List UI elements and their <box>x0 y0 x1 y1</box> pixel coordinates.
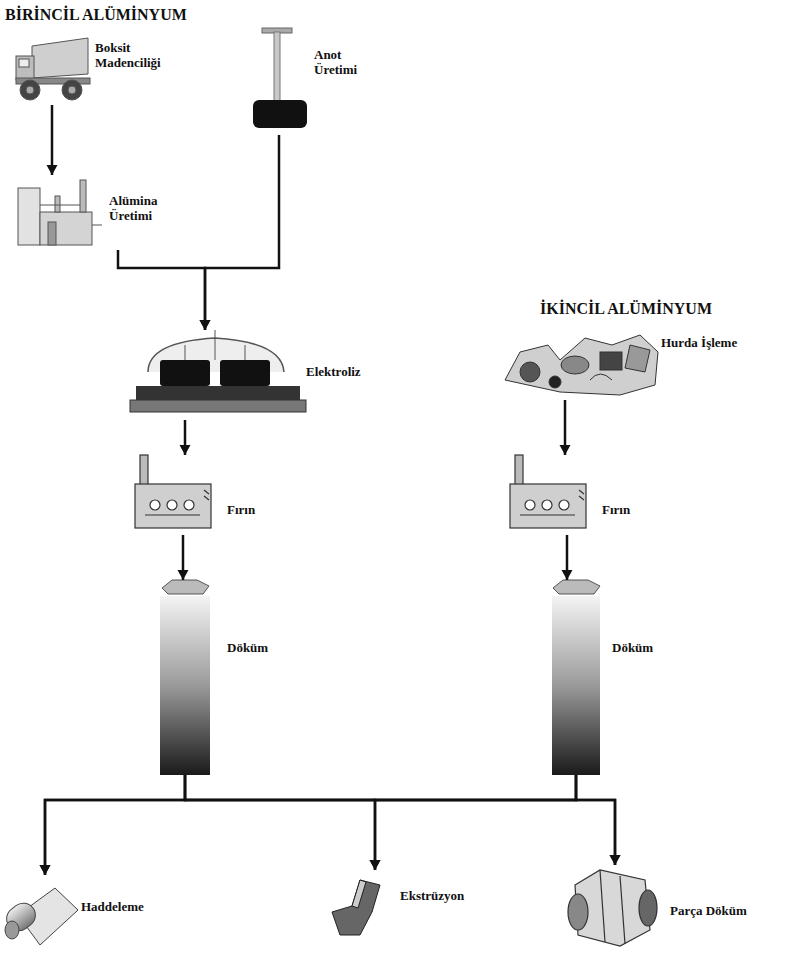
flow-arrow <box>47 105 58 175</box>
process-step: Boksit Madenciliği <box>15 30 177 105</box>
extrusion-profile-icon <box>332 880 380 935</box>
arrow-head <box>560 445 571 455</box>
flow-arrow <box>370 775 577 870</box>
process-step: Döküm <box>155 580 285 775</box>
flow-arrow <box>576 775 621 865</box>
flow-line <box>45 775 576 875</box>
arrow-head <box>178 570 189 580</box>
arrow-head <box>610 855 621 865</box>
arrow-head <box>180 445 191 455</box>
flow-arrow <box>200 135 280 330</box>
arrow-head <box>40 865 51 875</box>
arrow-head <box>200 320 211 330</box>
process-step: Fırın <box>135 455 275 535</box>
flow-line <box>205 135 279 330</box>
flow-arrow <box>185 775 381 870</box>
flow-line <box>51 105 54 175</box>
step-label: Alümina Üretimi <box>109 193 181 223</box>
flow-arrow <box>185 775 621 865</box>
flow-line <box>576 775 615 865</box>
step-label: Parça Döküm <box>670 903 747 918</box>
process-step: Hurda İşleme <box>505 325 795 400</box>
flow-arrow <box>40 775 186 875</box>
arrow-head <box>40 865 51 875</box>
process-step: Ekstrüzyon <box>330 870 490 945</box>
arrow-head <box>370 860 381 870</box>
flow-arrow <box>180 420 191 455</box>
process-step: Elektroliz <box>130 330 380 420</box>
step-label: Hurda İşleme <box>661 335 737 350</box>
step-label: Anot Üretimi <box>314 47 374 77</box>
arrow-head <box>370 860 381 870</box>
flow-arrow <box>560 400 571 455</box>
furnace-icon <box>135 455 211 528</box>
process-step: Döküm <box>548 580 678 775</box>
flow-line <box>118 250 205 330</box>
section-heading: İKİNCİL ALÜMİNYUM <box>540 300 712 318</box>
step-label: Haddeleme <box>81 899 144 914</box>
casting-ingot-icon <box>160 580 210 775</box>
alumina-plant-icon <box>18 180 102 245</box>
step-label: Boksit Madenciliği <box>95 40 173 70</box>
flow-arrow <box>178 535 189 580</box>
anode-icon <box>253 28 307 128</box>
arrow-head <box>47 165 58 175</box>
scrap-pile-icon <box>505 335 658 395</box>
flow-arrow <box>40 775 577 875</box>
step-label: Döküm <box>612 640 653 655</box>
cast-part-icon <box>568 870 657 946</box>
arrow-head <box>562 570 573 580</box>
furnace-icon <box>510 455 586 528</box>
flow-arrow <box>118 250 211 330</box>
section-heading: BİRİNCİL ALÜMİNYUM <box>5 6 187 24</box>
process-step: Anot Üretimi <box>250 25 400 135</box>
step-label: Fırın <box>602 502 630 517</box>
casting-ingot-icon <box>552 580 600 775</box>
flow-line <box>185 775 375 870</box>
flow-arrow <box>562 535 573 580</box>
step-label: Ekstrüzyon <box>400 888 464 903</box>
process-step: Alümina Üretimi <box>15 175 185 250</box>
electrolysis-cell-icon <box>130 330 306 412</box>
arrow-head <box>200 320 211 330</box>
step-label: Elektroliz <box>306 364 361 379</box>
process-step: Fırın <box>510 455 650 535</box>
process-step: Haddeleme <box>5 875 175 950</box>
flow-line <box>375 775 576 870</box>
flow-line <box>185 775 615 865</box>
flow-line <box>45 775 185 875</box>
rolled-sheet-icon <box>2 888 78 945</box>
step-label: Fırın <box>227 502 255 517</box>
process-step: Parça Döküm <box>565 865 800 950</box>
truck-icon <box>16 38 90 100</box>
arrow-head <box>610 855 621 865</box>
step-label: Döküm <box>227 640 268 655</box>
